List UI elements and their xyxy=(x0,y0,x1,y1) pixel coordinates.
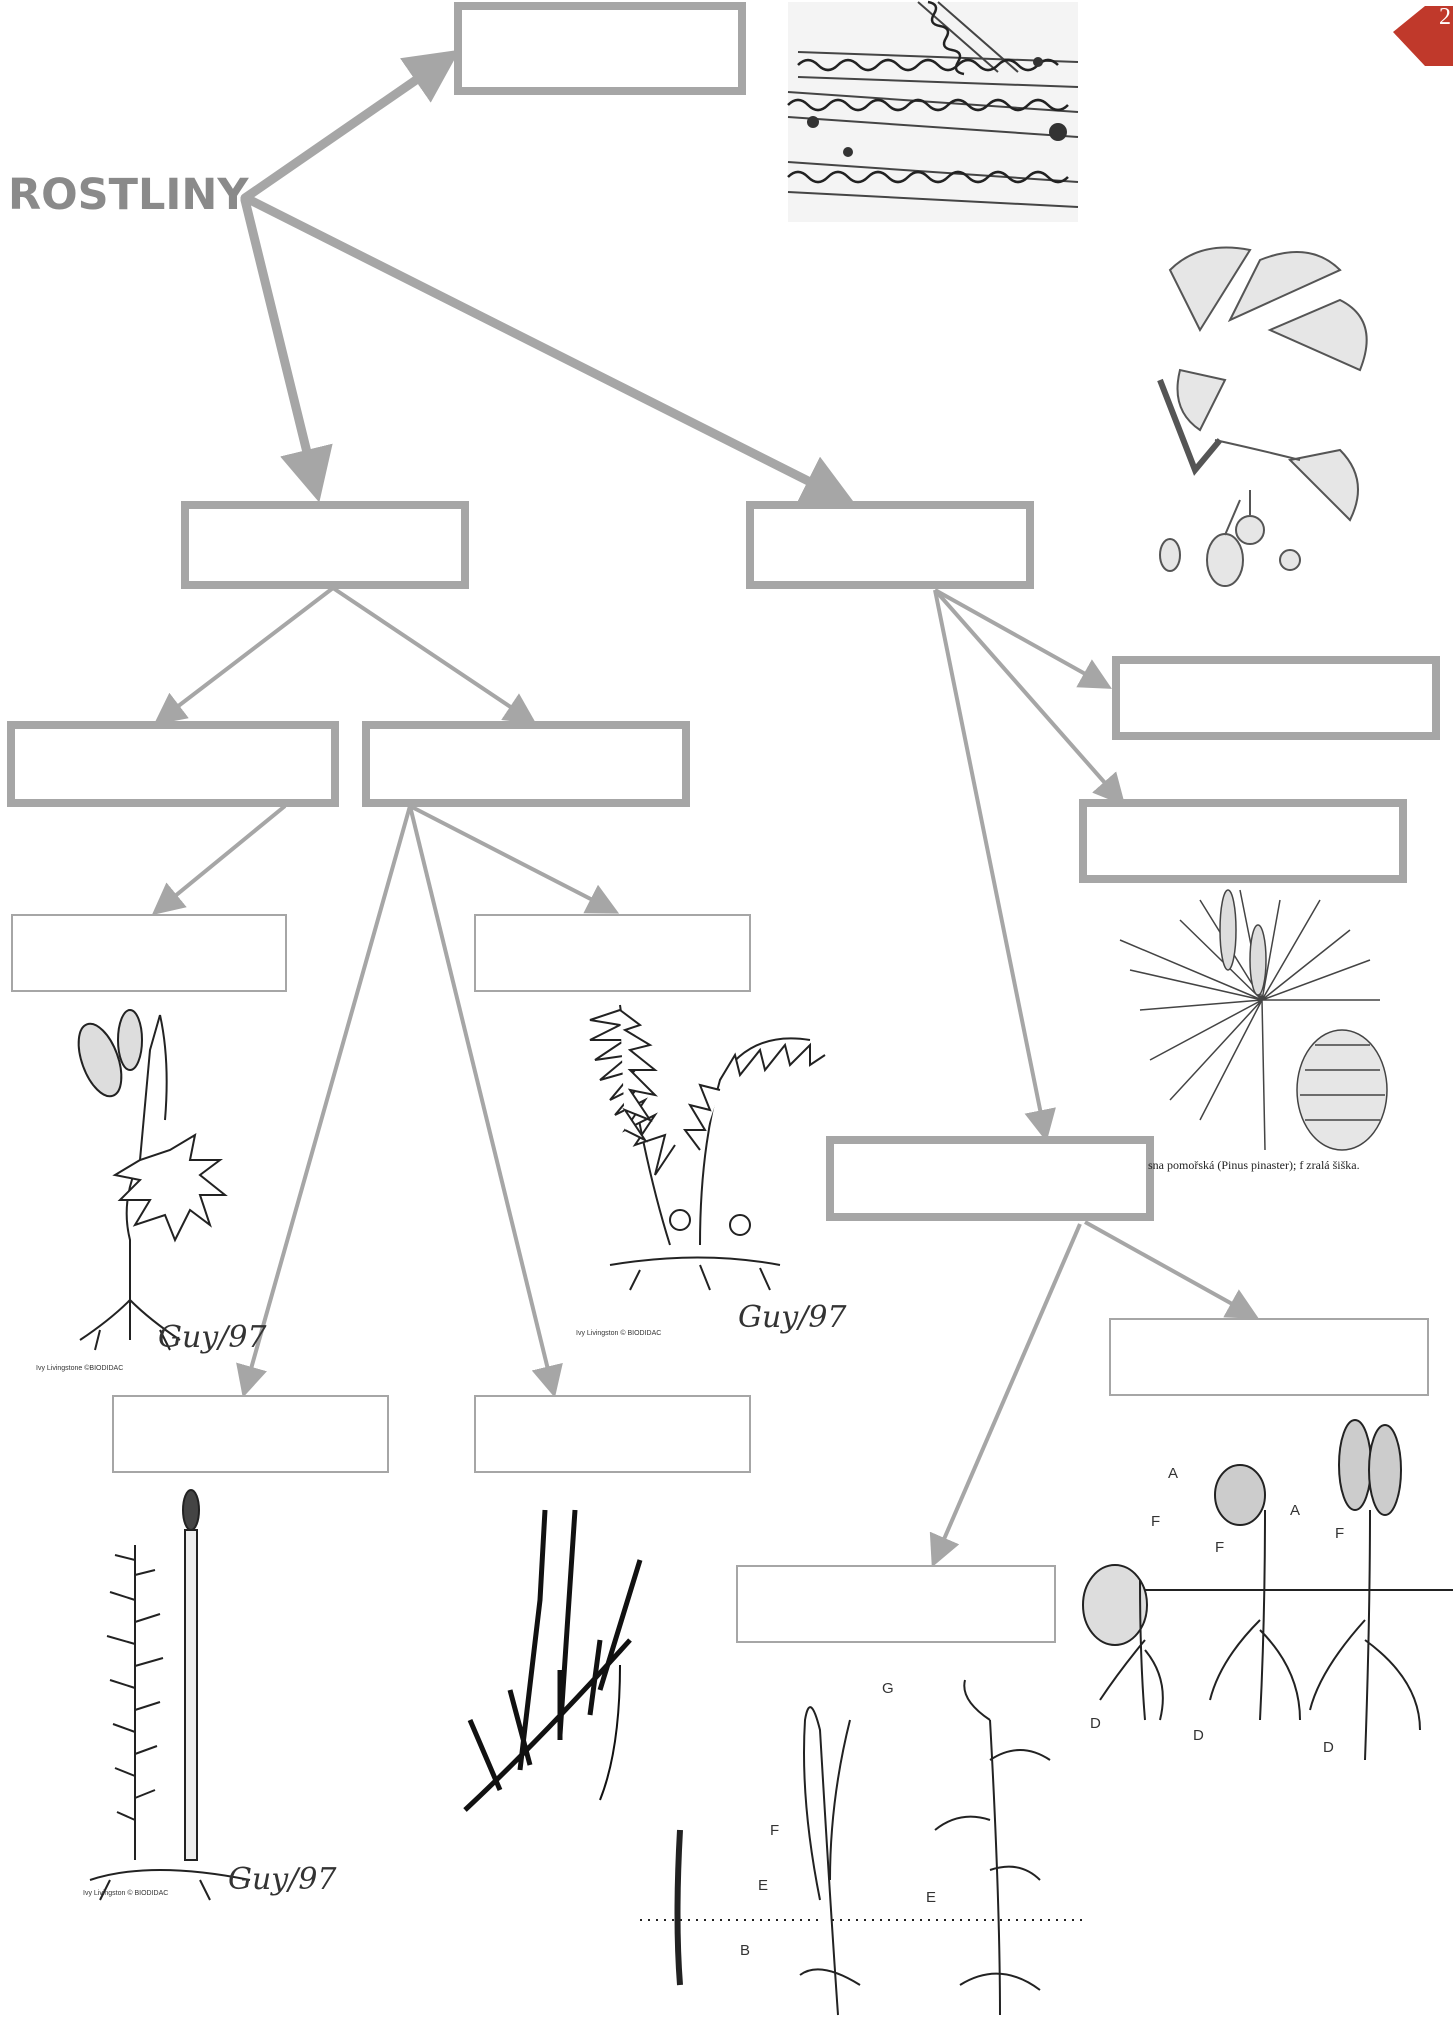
box-lr[interactable] xyxy=(366,725,686,803)
moss-credit: Ivy Livingstone ©BIODIDAC xyxy=(36,1365,123,1372)
box-monocot[interactable] xyxy=(737,1566,1055,1642)
horsetail-signature: Guy/97 xyxy=(228,1862,337,1897)
moss-signature: Guy/97 xyxy=(158,1320,267,1355)
ginkgo-illustration xyxy=(1160,248,1367,587)
fern-illustration xyxy=(590,1005,825,1290)
fern-credit: Ivy Livingston © BIODIDAC xyxy=(576,1330,661,1337)
main-arrows xyxy=(245,60,840,497)
fern-signature: Guy/97 xyxy=(738,1300,847,1335)
box-ll[interactable] xyxy=(11,725,335,803)
pine-caption: sna pomořská (Pinus pinaster); f zralá š… xyxy=(1148,1158,1360,1173)
monocot-labels: G F E B E xyxy=(740,1680,936,1959)
label-f: F xyxy=(770,1822,779,1839)
arrow-to-r1-box xyxy=(935,590,1105,685)
box-moss[interactable] xyxy=(12,915,286,991)
label-b: B xyxy=(740,1942,750,1959)
arrow-to-top-box xyxy=(245,60,445,198)
horsetail-credit: Ivy Livingston © BIODIDAC xyxy=(83,1890,168,1897)
arrow-to-horsetail-box xyxy=(245,806,410,1390)
dicot-illustration xyxy=(1083,1420,1453,1760)
label-a1: A xyxy=(1168,1465,1178,1482)
label-d1: D xyxy=(1090,1715,1101,1732)
arrow-to-moss-box xyxy=(158,806,285,910)
box-r2[interactable] xyxy=(1083,803,1403,879)
arrow-to-lr-box xyxy=(333,588,530,720)
monocot-illustration xyxy=(640,1680,1085,2015)
label-e1: E xyxy=(758,1877,768,1894)
arrow-to-ll-box xyxy=(160,588,333,720)
box-clubmoss[interactable] xyxy=(475,1396,750,1472)
arrow-to-clubmoss-box xyxy=(410,806,553,1390)
clubmoss-illustration xyxy=(465,1510,640,1810)
moss-illustration xyxy=(70,1010,225,1350)
box-horsetail[interactable] xyxy=(113,1396,388,1472)
box-r1[interactable] xyxy=(1116,660,1436,736)
arrow-to-fern-box xyxy=(410,806,612,910)
box-dicot[interactable] xyxy=(1110,1319,1428,1395)
pine-illustration xyxy=(1120,890,1387,1150)
box-left-mid[interactable] xyxy=(185,505,465,585)
label-d2: D xyxy=(1193,1727,1204,1744)
arrow-to-dicot-box xyxy=(1085,1222,1252,1315)
label-a2: A xyxy=(1290,1502,1300,1519)
arrow-to-angio-box xyxy=(935,590,1045,1134)
horsetail-illustration xyxy=(90,1490,250,1900)
label-e2: E xyxy=(926,1889,936,1906)
label-g: G xyxy=(882,1680,894,1697)
algae-illustration xyxy=(788,2,1078,222)
box-angio[interactable] xyxy=(830,1140,1150,1217)
label-d3: D xyxy=(1323,1739,1334,1756)
label-f3: F xyxy=(1335,1525,1344,1542)
box-top[interactable] xyxy=(458,6,742,91)
arrow-to-monocot-box xyxy=(935,1224,1080,1560)
label-f2: F xyxy=(1215,1539,1224,1556)
arrow-to-r2-box xyxy=(935,590,1120,800)
label-f1: F xyxy=(1151,1513,1160,1530)
arrow-to-right-mid-box xyxy=(250,200,840,497)
arrow-to-left-mid-box xyxy=(245,200,315,485)
box-fern[interactable] xyxy=(475,915,750,991)
thick-boxes xyxy=(11,6,1436,1217)
box-right-mid[interactable] xyxy=(750,505,1030,585)
